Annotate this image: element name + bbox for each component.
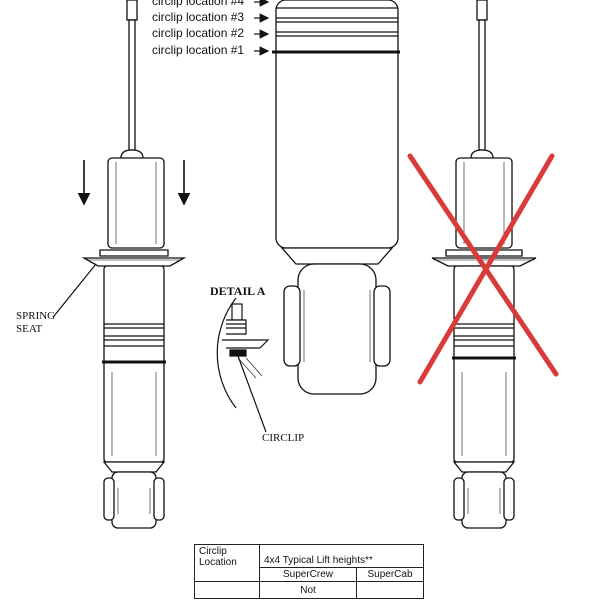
table-header-circlip-location: Circlip Location [194,544,260,582]
right-upper-body [455,157,513,249]
table-header-row: Circlip Location 4x4 Typical Lift height… [194,544,424,582]
circlip-leader [237,355,267,433]
table-header-main: 4x4 Typical Lift heights** [259,544,424,568]
center-bushing [297,263,377,395]
left-spring-seat [81,257,187,267]
circlip-location-3-label: circlip location #3 [152,10,245,24]
circlip-location-1-label: circlip location #1 [152,43,245,57]
center-body [275,0,399,249]
table-cell [194,581,260,599]
center-shock [272,0,400,395]
left-bushing [111,471,157,529]
spring-seat-label-line1: SPRING [16,310,56,322]
lift-heights-table: Circlip Location 4x4 Typical Lift height… [194,544,424,599]
detail-circlip [229,349,247,357]
circlip-location-2-label: circlip location #2 [152,26,245,40]
spring-seat-label-line2: SEAT [16,323,43,335]
table-row: Not [194,581,424,599]
spring-seat-leader [53,263,97,317]
left-rod [128,19,136,151]
table-header-circlip: Circlip [199,546,227,557]
table-header-location: Location [199,557,237,568]
cross-out-mark [407,153,559,385]
table-subheader-supercab: SuperCab [356,567,424,582]
left-upper-body [107,157,165,249]
table-cell: Not [259,581,357,599]
left-shock [81,0,187,529]
left-lower-body [103,265,165,463]
right-bushing [461,471,507,529]
circlip-callout-label: CIRCLIP [262,432,305,444]
circlip-location-4-label: circlip location #4 [152,0,245,8]
table-cell [356,581,424,599]
detail-a-view [216,297,270,409]
right-shock [431,0,537,529]
detail-a-title: DETAIL A [210,284,266,298]
left-rod-top [126,0,138,21]
table-subheader-supercrew: SuperCrew [259,567,357,582]
